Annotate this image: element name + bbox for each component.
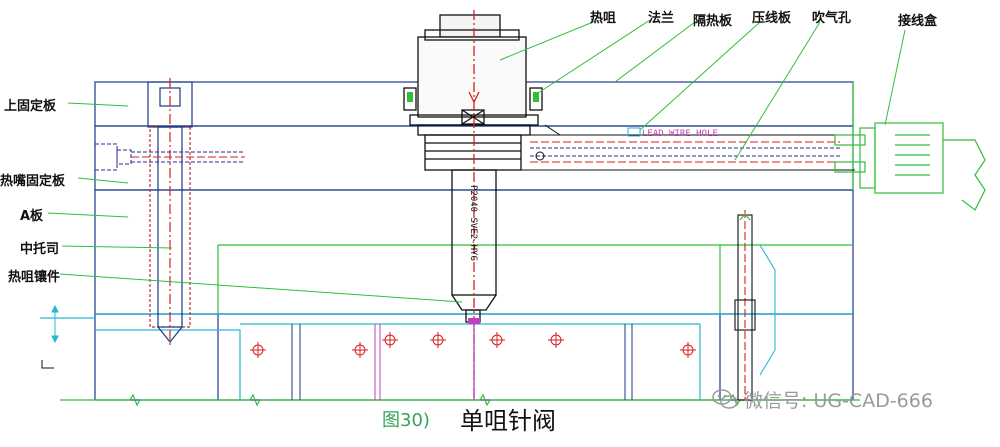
label-wire-clamp-plate: 压线板 [752, 11, 792, 26]
label-top-clamp-plate: 上固定板 [4, 99, 57, 114]
lead-wire-hole-text: LEAD WIRE HOLE [642, 129, 718, 139]
insert-details [291, 324, 633, 400]
figure-title: 单咀针阀 [460, 407, 556, 435]
label-blow-hole: 吹气孔 [812, 11, 852, 26]
nozzle-housing [403, 10, 543, 400]
label-center-support: 中托司 [20, 242, 60, 257]
label-a-plate: A板 [20, 209, 44, 224]
leader-lines [47, 19, 906, 303]
nozzle-code-text: P2040 SVE2-HYG [468, 185, 478, 261]
label-hot-nozzle: 热咀 [590, 11, 617, 26]
figure-number: 图30) [382, 410, 430, 431]
label-manifold-plate: 热嘴固定板 [0, 174, 66, 189]
center-support-pin [147, 78, 193, 345]
dimension-marker [41, 304, 59, 369]
label-flange: 法兰 [648, 11, 675, 26]
label-junction-box: 接线盒 [898, 14, 938, 29]
plate-outlines [40, 81, 860, 407]
label-insulation-plate: 隔热板 [693, 14, 733, 29]
label-nozzle-insert: 热咀镶件 [8, 270, 61, 285]
cooling-holes [250, 332, 696, 358]
wechat-icon [712, 389, 738, 409]
watermark-text: 微信号: UG-CAD-666 [744, 390, 933, 412]
right-pin [734, 210, 776, 401]
wire-channel [521, 124, 855, 171]
junction-box-shape [834, 122, 986, 211]
side-cylinder [94, 143, 245, 171]
